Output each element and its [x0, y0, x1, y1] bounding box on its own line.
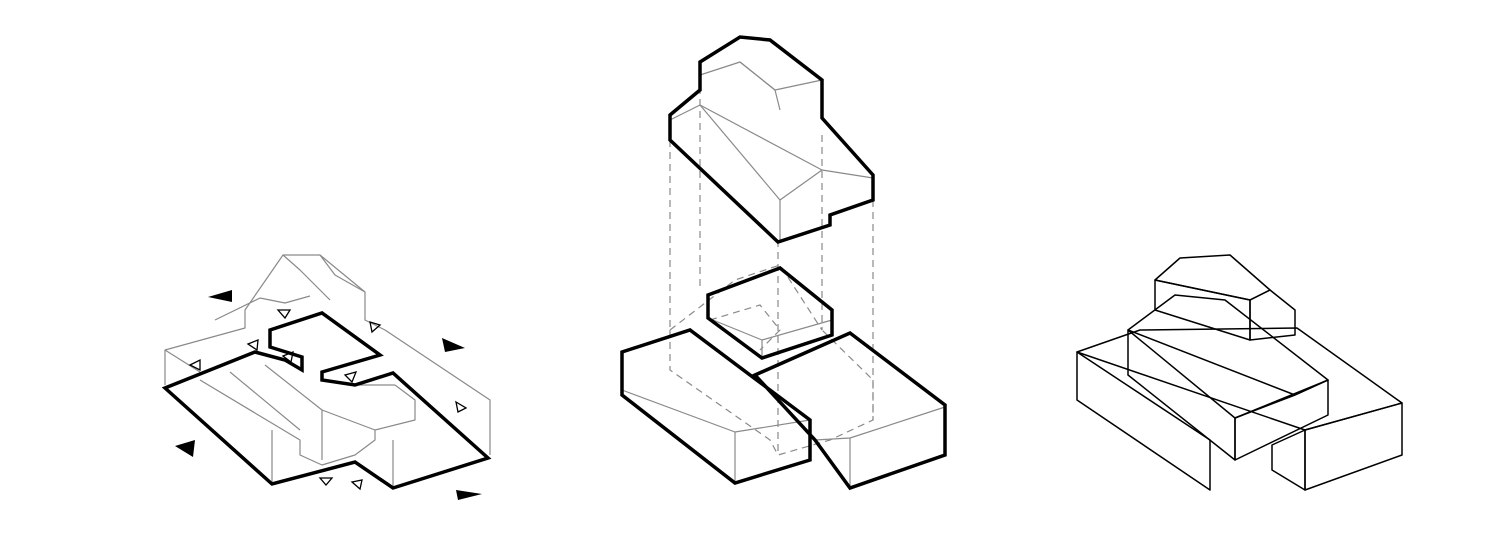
lower-blocks: [620, 266, 947, 491]
brick-plinth: [1076, 327, 1403, 491]
entry-arrow-icons: [175, 290, 482, 500]
highlighted-zone-outline: [161, 311, 492, 490]
rear-hatched-gable: [1154, 254, 1296, 341]
exploded-massing-diagram: [620, 35, 947, 491]
circulation-plan-diagram: [161, 254, 492, 500]
upper-roof-volume: [668, 35, 875, 244]
projection-lines: [669, 75, 874, 456]
massing-outline: [164, 254, 491, 488]
material-axonometric-diagram: [1076, 254, 1403, 491]
front-hatched-gable: [1127, 294, 1329, 461]
